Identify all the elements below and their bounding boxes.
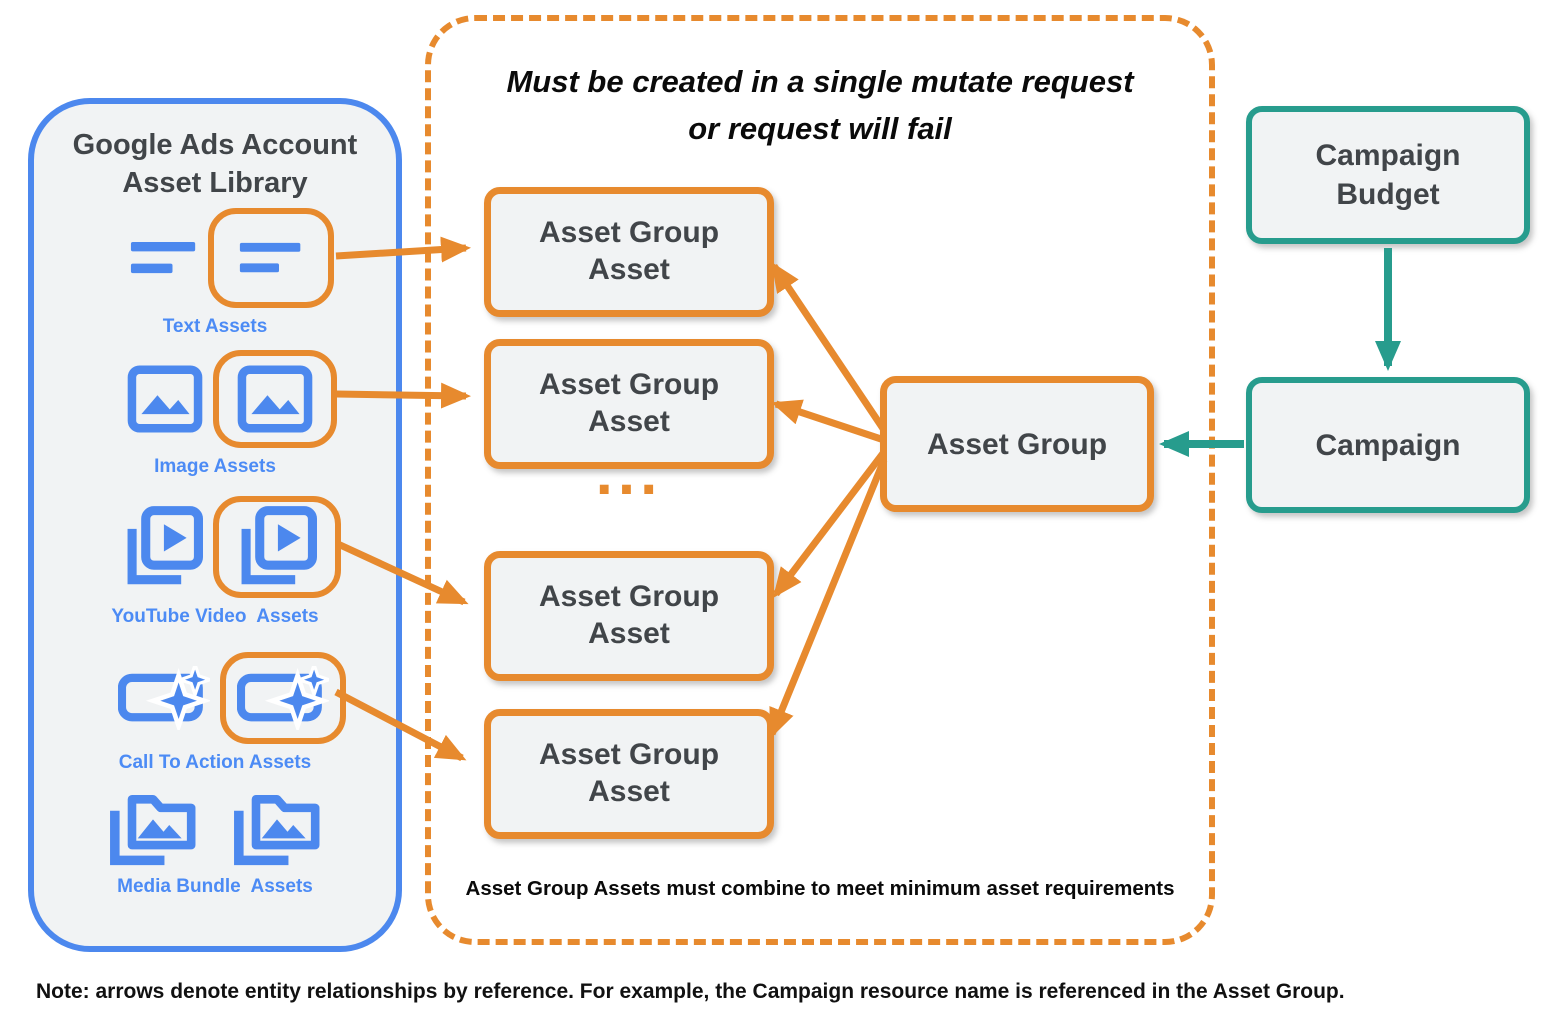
selected-image-asset-outline (213, 350, 337, 448)
youtube-assets-label: YouTube Video Assets (111, 606, 319, 627)
asset-library-panel: Google Ads Account Asset Library Text As… (28, 98, 402, 952)
aga1-line2: Asset (588, 253, 670, 286)
image-assets-label: Image Assets (154, 456, 276, 477)
text-lines-icon (239, 240, 303, 276)
library-title-line2: Asset Library (122, 167, 308, 200)
text-assets-row: Text Assets (34, 208, 396, 338)
media-bundle-icon (105, 784, 201, 868)
media-bundle-icon-pair (105, 784, 325, 868)
mutate-request-title: Must be created in a single mutate reque… (431, 59, 1209, 152)
asset-group-label: Asset Group (926, 427, 1108, 461)
image-icon (127, 365, 203, 433)
text-assets-label: Text Assets (162, 316, 268, 337)
mutate-title-line2: or request will fail (688, 110, 952, 146)
aga4-line2: Asset (588, 775, 670, 808)
asset-group-asset-node-2: Asset Group Asset (484, 339, 774, 469)
cta-assets-row: Call To Action Assets (34, 652, 396, 774)
aga2-line1: Asset Group (538, 368, 720, 402)
aga2-line2: Asset (588, 405, 670, 438)
cta-assets-label: Call To Action Assets (118, 752, 312, 773)
image-assets-row: Image Assets (34, 350, 396, 478)
cta-assets-icon-pair (118, 652, 346, 744)
call-to-action-icon (237, 666, 329, 730)
aga3-line2: Asset (588, 617, 670, 650)
campaign-budget-line1: Campaign (1315, 139, 1461, 172)
mutate-title-line1: Must be created in a single mutate reque… (506, 64, 1134, 99)
asset-group-asset-node-1: Asset Group Asset (484, 187, 774, 317)
youtube-video-icon (237, 504, 317, 590)
text-assets-icon-pair (130, 208, 334, 308)
aga1-line1: Asset Group (538, 216, 720, 250)
campaign-node: Campaign (1246, 377, 1530, 513)
library-title: Google Ads Account Asset Library (34, 126, 396, 203)
call-to-action-icon (118, 666, 210, 730)
youtube-assets-row: YouTube Video Assets (34, 496, 396, 628)
aga4-line1: Asset Group (538, 738, 720, 772)
aga3-line1: Asset Group (538, 580, 720, 614)
campaign-budget-line2: Budget (1336, 178, 1440, 211)
media-bundle-icon (229, 784, 325, 868)
asset-group-asset-node-3: Asset Group Asset (484, 551, 774, 681)
selected-cta-asset-outline (220, 652, 346, 744)
media-bundle-assets-row: Media Bundle Assets (34, 784, 396, 898)
mutate-footnote: Asset Group Assets must combine to meet … (465, 877, 1175, 900)
image-icon (237, 365, 313, 433)
image-assets-icon-pair (127, 350, 337, 448)
selected-text-asset-outline (208, 208, 334, 308)
media-bundle-assets-label: Media Bundle Assets (117, 876, 313, 897)
reference-note: Note: arrows denote entity relationships… (36, 980, 1345, 1003)
more-assets-ellipsis: ... (595, 439, 663, 508)
selected-youtube-asset-outline (213, 496, 341, 598)
campaign-label: Campaign (1315, 428, 1461, 462)
youtube-video-icon (123, 504, 203, 590)
asset-group-node: Asset Group (880, 376, 1154, 512)
youtube-assets-icon-pair (123, 496, 341, 598)
campaign-budget-node: Campaign Budget (1246, 106, 1530, 244)
text-lines-icon (130, 239, 198, 277)
asset-group-asset-node-4: Asset Group Asset (484, 709, 774, 839)
library-title-line1: Google Ads Account (72, 129, 358, 161)
